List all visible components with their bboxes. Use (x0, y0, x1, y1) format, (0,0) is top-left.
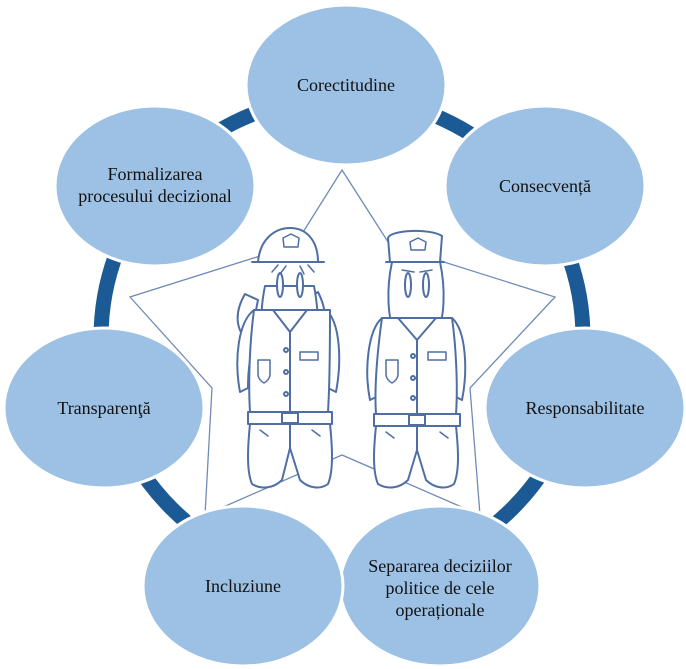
principle-transparenta: Transparenţă (2, 326, 206, 490)
principle-label: Separarea deciziilor (368, 556, 511, 576)
principle-separarea: Separarea deciziilor politice de cele op… (338, 504, 542, 668)
star-outline (128, 168, 557, 517)
principle-corectitudine: Corectitudine (244, 3, 448, 167)
principle-label: Incluziune (205, 576, 281, 596)
principle-bubble (53, 104, 257, 268)
principle-bubble (443, 104, 647, 268)
principle-label: operaționale (396, 600, 485, 620)
principle-responsabilitate: Responsabilitate (483, 326, 686, 490)
police-officer-male-figure (366, 230, 467, 489)
principle-label: procesului decizional (78, 186, 231, 206)
principle-incluziune: Incluziune (141, 504, 345, 668)
principle-label: politice de cele (386, 578, 495, 598)
principle-bubble (244, 3, 448, 167)
principle-formalizarea: Formalizarea procesului decizional (53, 104, 257, 268)
principle-label: Formalizarea (108, 164, 203, 184)
principle-label: Consecvență (499, 176, 591, 196)
principle-bubble (141, 504, 345, 668)
principle-label: Corectitudine (297, 75, 395, 95)
principle-label: Transparenţă (57, 398, 150, 418)
police-officer-female-figure (236, 227, 341, 489)
principle-bubble (2, 326, 206, 490)
principle-label: Responsabilitate (526, 398, 645, 418)
principle-bubble (483, 326, 686, 490)
principle-consecventa: Consecvență (443, 104, 647, 268)
